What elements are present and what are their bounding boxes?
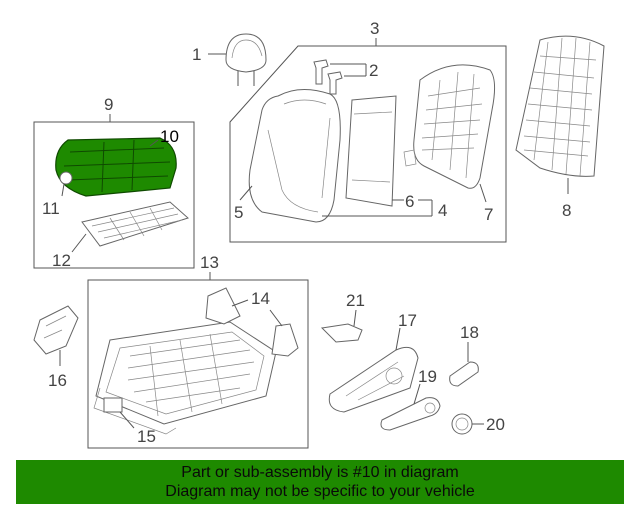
recliner-knob-part[interactable] bbox=[449, 361, 479, 387]
callout-1: 1 bbox=[192, 45, 201, 64]
seat-bracket-part[interactable] bbox=[205, 287, 299, 357]
seat-cushion-cover-part-highlighted[interactable] bbox=[55, 137, 177, 197]
banner-line-2: Diagram may not be specific to your vehi… bbox=[165, 483, 475, 500]
callout-16: 16 bbox=[48, 371, 67, 390]
side-cover-part[interactable] bbox=[33, 305, 79, 355]
info-banner: Part or sub-assembly is #10 in diagram D… bbox=[16, 460, 624, 504]
seat-back-assembly-frame bbox=[229, 38, 507, 243]
callout-15: 15 bbox=[137, 427, 156, 446]
callout-13: 13 bbox=[200, 253, 219, 272]
callout-19: 19 bbox=[418, 367, 437, 386]
callout-5: 5 bbox=[234, 203, 243, 222]
seat-back-cushion-part[interactable] bbox=[248, 89, 341, 223]
cushion-heater-mat-part[interactable] bbox=[81, 201, 189, 247]
callout-6: 6 bbox=[405, 192, 414, 211]
callout-11: 11 bbox=[42, 199, 60, 218]
seat-frame-part[interactable] bbox=[93, 321, 277, 435]
callout-9: 9 bbox=[104, 95, 113, 114]
side-shield-part[interactable] bbox=[328, 346, 419, 413]
seat-back-mat-part[interactable] bbox=[515, 35, 605, 177]
clip-part[interactable] bbox=[59, 171, 73, 185]
callout-10: 10 bbox=[160, 127, 179, 146]
callout-14: 14 bbox=[251, 289, 270, 308]
callout-21: 21 bbox=[346, 291, 365, 310]
callout-8: 8 bbox=[562, 201, 571, 220]
callout-7: 7 bbox=[484, 205, 493, 224]
seat-cushion-group-frame bbox=[33, 121, 195, 269]
callout-12: 12 bbox=[52, 251, 71, 270]
cap-part[interactable] bbox=[451, 413, 473, 435]
callout-17: 17 bbox=[398, 311, 417, 330]
seat-back-pad-part[interactable] bbox=[345, 95, 397, 207]
seat-back-frame-part[interactable] bbox=[403, 64, 496, 189]
callout-3: 3 bbox=[370, 19, 379, 38]
callout-4: 4 bbox=[438, 201, 447, 220]
callout-20: 20 bbox=[486, 415, 505, 434]
trim-piece-part[interactable] bbox=[320, 323, 363, 343]
banner-line-1: Part or sub-assembly is #10 in diagram bbox=[181, 464, 459, 481]
headrest-part[interactable] bbox=[225, 33, 267, 86]
callout-2: 2 bbox=[369, 61, 378, 80]
seat-frame-group-frame bbox=[87, 279, 309, 449]
recliner-lever-part[interactable] bbox=[380, 397, 441, 431]
headrest-guide-part[interactable] bbox=[313, 59, 343, 95]
seat-motor-part[interactable] bbox=[103, 397, 123, 413]
callout-18: 18 bbox=[460, 323, 479, 342]
